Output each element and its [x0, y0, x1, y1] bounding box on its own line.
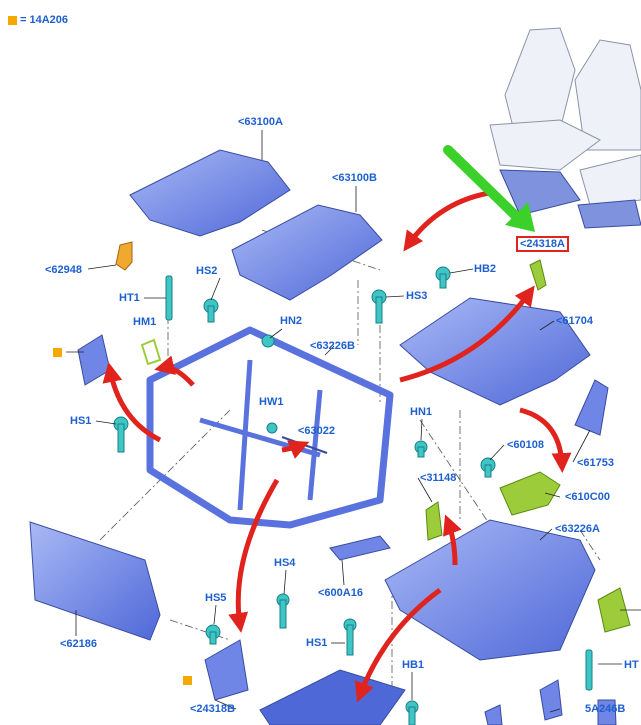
- fasteners: [113, 266, 593, 725]
- label-31148[interactable]: <31148: [420, 472, 457, 484]
- green-pointer-arrow: [443, 145, 535, 232]
- part-right-green: [597, 587, 631, 633]
- label-61753[interactable]: <61753: [577, 457, 615, 469]
- label-63226a[interactable]: <63226A: [555, 523, 600, 535]
- label-hs2[interactable]: HS2: [196, 265, 218, 277]
- seat-pan-63100a: [129, 149, 291, 237]
- label-63100a[interactable]: <63100A: [238, 116, 283, 128]
- component-bottom-mid: [484, 704, 503, 725]
- plate-bottom: [259, 669, 406, 725]
- seat-assembly-icon: [489, 27, 641, 229]
- label-610c00[interactable]: <610C00: [565, 491, 610, 503]
- label-62948[interactable]: <62948: [45, 264, 83, 276]
- legend-text: = 14A206: [20, 14, 69, 26]
- square-marker-icon: [53, 348, 62, 357]
- part-31148: [425, 501, 443, 541]
- bracket-61753: [574, 379, 609, 436]
- label-hm1[interactable]: HM1: [133, 316, 157, 328]
- label-hs5[interactable]: HS5: [205, 592, 227, 604]
- bracket-left: [77, 334, 111, 386]
- label-5a246b[interactable]: 5A246B: [585, 703, 626, 715]
- label-hs1-upper[interactable]: HS1: [70, 415, 92, 427]
- square-marker-icon: [183, 676, 192, 685]
- leader-lines: [99, 229, 601, 690]
- label-ht1[interactable]: HT1: [119, 292, 140, 304]
- label-62186[interactable]: <62186: [60, 638, 98, 650]
- label-leaders: [66, 130, 641, 713]
- part-24318a: [529, 259, 547, 291]
- motor-610c00: [499, 471, 561, 516]
- label-63022[interactable]: <63022: [298, 425, 336, 437]
- label-600a16[interactable]: <600A16: [318, 587, 363, 599]
- label-24318a[interactable]: <24318A: [516, 236, 569, 252]
- label-63100b[interactable]: <63100B: [332, 172, 377, 184]
- label-hs1-lower[interactable]: HS1: [306, 637, 328, 649]
- label-63226b[interactable]: <63226B: [310, 340, 355, 352]
- label-hb2[interactable]: HB2: [474, 263, 497, 275]
- bin-63226a: [384, 519, 596, 661]
- legend: = 14A206: [8, 14, 68, 26]
- bracket-600a16: [329, 535, 391, 561]
- clip-hm1: [140, 338, 162, 366]
- component-5a246b: [539, 679, 563, 721]
- label-hn2[interactable]: HN2: [280, 315, 303, 327]
- label-hs4[interactable]: HS4: [274, 557, 296, 569]
- bracket-24318b: [204, 639, 249, 701]
- track-riser-61704: [399, 297, 591, 406]
- seat-pan-63100b: [231, 204, 383, 301]
- side-panel-62186: [29, 521, 161, 641]
- clip-62948: [115, 241, 133, 271]
- square-marker-icon: [8, 15, 17, 25]
- label-hb1[interactable]: HB1: [402, 659, 425, 671]
- label-hs3[interactable]: HS3: [406, 290, 428, 302]
- label-ht[interactable]: HT: [624, 659, 639, 671]
- label-61704[interactable]: <61704: [556, 315, 594, 327]
- label-hw1[interactable]: HW1: [259, 396, 284, 408]
- label-24318b[interactable]: <24318B: [190, 703, 235, 715]
- red-arrows: [102, 189, 572, 703]
- label-hn1[interactable]: HN1: [410, 406, 433, 418]
- component-bottom-right: [597, 699, 617, 725]
- label-60108[interactable]: <60108: [507, 439, 545, 451]
